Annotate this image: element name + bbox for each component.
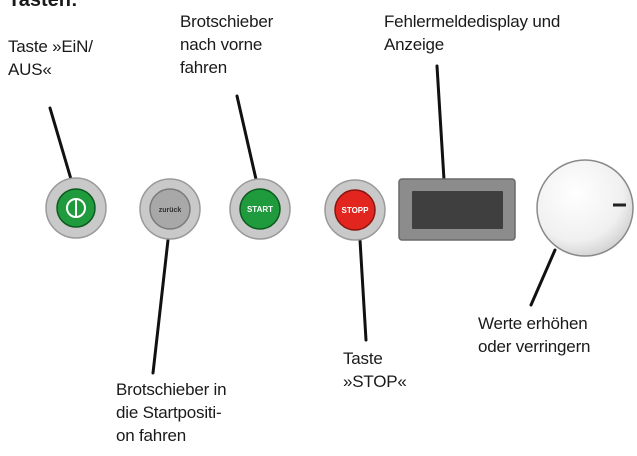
start-button-label: START [247, 205, 273, 214]
start-button[interactable]: START [229, 178, 291, 240]
leader-line-dial [529, 248, 557, 307]
stop-button-label: STOPP [342, 206, 370, 215]
leader-line-display [435, 64, 447, 198]
error-display [398, 178, 516, 241]
leader-line-back [151, 238, 170, 375]
power-icon [66, 198, 86, 218]
label-on-off: Taste »EiN/ AUS« [8, 37, 93, 79]
heading: Tasten: [8, 0, 78, 11]
leader-line-stop [358, 238, 368, 342]
back-button-label: zurück [159, 207, 182, 214]
value-dial[interactable] [536, 159, 634, 257]
leader-line-forward [235, 94, 260, 190]
stop-button[interactable]: STOPP [324, 179, 386, 241]
label-forward: Brotschieber nach vorne fahren [180, 12, 274, 77]
leader-lines [48, 64, 557, 375]
leader-line-on-off [48, 106, 75, 188]
label-dial: Werte erhöhen oder verringern [478, 314, 591, 356]
label-stop: Taste »STOP« [343, 349, 407, 391]
label-back-to-start: Brotschieber in die Startpositi- on fahr… [116, 380, 227, 445]
on-off-button[interactable] [45, 177, 107, 239]
label-display: Fehlermeldedisplay und Anzeige [384, 12, 561, 54]
back-to-start-button[interactable]: zurück [139, 178, 201, 240]
